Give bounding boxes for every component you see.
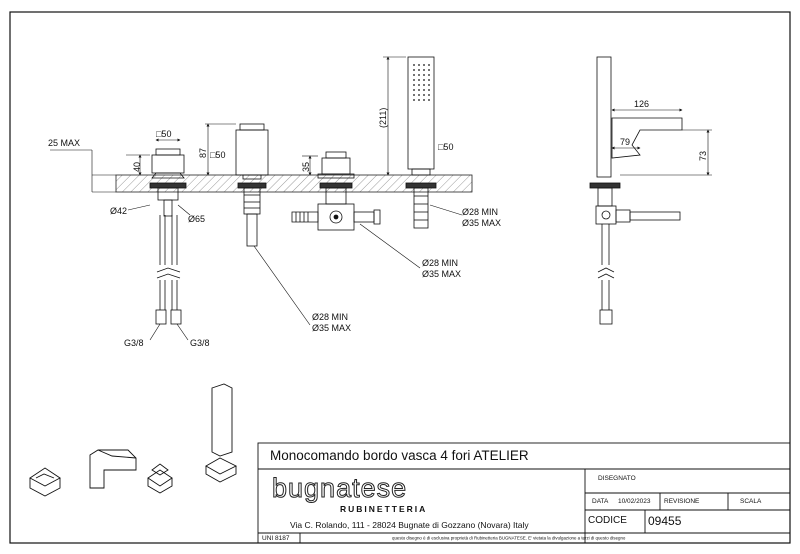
dim-25-max: 25 MAX <box>48 138 80 148</box>
dim-d28-min-spout: Ø28 MIN <box>312 312 348 322</box>
dim-d28-min-body: Ø28 MIN <box>422 258 458 268</box>
drawing-title: Monocomando bordo vasca 4 fori ATELIER <box>270 448 529 463</box>
dim-35: 35 <box>301 162 311 172</box>
cartridge-body-view <box>291 151 381 231</box>
dim-diameter-65: Ø65 <box>188 214 205 224</box>
title-block-frame <box>257 442 791 544</box>
standard-code: UNI 8187 <box>262 535 290 542</box>
mixer-spout-view <box>235 123 269 247</box>
code-value: 09455 <box>648 514 682 528</box>
dim-87: 87 <box>198 148 208 158</box>
company-address: Via C. Rolando, 111 - 28024 Bugnate di G… <box>290 520 529 530</box>
dim-d35-max-shower: Ø35 MAX <box>462 218 501 228</box>
dim-g38-left: G3/8 <box>124 338 144 348</box>
date-value: 10/02/2023 <box>618 498 651 505</box>
dim-d28-min-shower: Ø28 MIN <box>462 207 498 217</box>
revision-label: REVISIONE <box>664 498 700 505</box>
dim-square-50-knob: □50 <box>156 129 171 139</box>
dim-73: 73 <box>698 151 708 161</box>
ownership-disclaimer: questo disegno è di esclusiva proprietà … <box>392 536 626 542</box>
disegnato-label: DISEGNATO <box>598 475 636 482</box>
brand-subtitle: RUBINETTERIA <box>340 504 428 514</box>
dim-126: 126 <box>634 99 649 109</box>
code-label: CODICE <box>588 515 627 526</box>
dim-d35-max-body: Ø35 MAX <box>422 269 461 279</box>
dim-40: 40 <box>132 162 142 172</box>
diverter-knob-view <box>149 148 187 325</box>
side-view <box>589 56 683 325</box>
dim-g38-right: G3/8 <box>190 338 210 348</box>
dim-diameter-42: Ø42 <box>110 206 127 216</box>
dim-square-50-shower: □50 <box>438 142 453 152</box>
dim-79: 79 <box>620 137 630 147</box>
product-render-thumbnails <box>29 383 238 497</box>
deck-section <box>92 174 473 193</box>
sheet-border <box>9 11 791 544</box>
dim-d35-max-spout: Ø35 MAX <box>312 323 351 333</box>
scale-label: SCALA <box>740 498 762 505</box>
brand-logo: bugnatese <box>271 473 408 504</box>
handshower-view <box>405 56 437 229</box>
dim-square-50-spout: □50 <box>210 150 225 160</box>
dim-211: (211) <box>378 108 388 128</box>
dimension-lines <box>50 56 712 341</box>
date-label: DATA <box>592 498 609 505</box>
